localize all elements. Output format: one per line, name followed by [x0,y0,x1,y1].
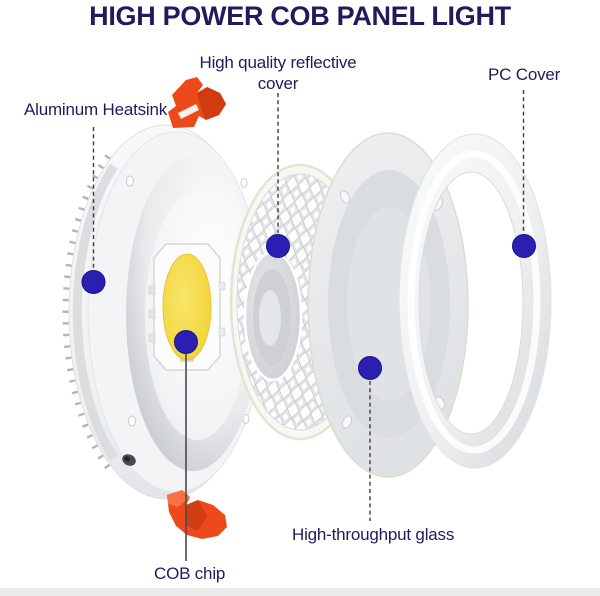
callout-dot-glass [358,356,382,380]
bottom-clip-flap [167,490,190,507]
callout-dot-pc-cover [512,234,536,258]
screw-hole [240,178,248,188]
label-pc-cover: PC Cover [488,65,561,84]
label-glass: High-throughput glass [292,525,455,544]
clip-bottom-graphic [167,490,227,539]
cob-tab [218,281,226,291]
glass-hole [341,415,353,429]
label-reflective-cover: High quality reflective cover [199,53,357,94]
screw-hole [242,414,250,424]
callout-dot-aluminum-heatsink [81,270,106,294]
screw-hole [126,175,134,187]
pc-cover-outline [398,133,552,469]
reflective-cover-center [259,290,281,346]
callout-dots [81,234,536,380]
heatsink-fins [62,154,112,470]
clip-top-graphic [168,77,226,128]
cob-chip-graphic [148,243,226,371]
cob-tab [148,309,156,319]
callout-dot-reflective-cover [266,234,290,258]
pc-cover-graphic [398,133,552,469]
pc-cover-highlight [407,150,541,454]
cob-phosphor [162,253,212,361]
page-title: HIGH POWER COB PANEL LIGHT [89,1,511,31]
bottom-clip-fold [185,500,207,531]
wire-connector-tip [124,456,130,462]
label-cob-chip: COB chip [154,564,226,583]
cob-tab [148,333,156,343]
cob-tab [148,285,156,295]
top-clip-fold [197,87,226,120]
top-clip-slot [178,104,199,119]
heatsink-sidewall [72,163,118,461]
leader-lines [92,90,525,521]
cob-tab [218,327,226,337]
screw-hole [128,415,136,427]
glass-hole [339,190,351,204]
bottom-edge-band [0,588,600,596]
callout-dot-cob-chip [174,330,198,354]
label-aluminum-heatsink: Aluminum Heatsink [24,100,168,119]
